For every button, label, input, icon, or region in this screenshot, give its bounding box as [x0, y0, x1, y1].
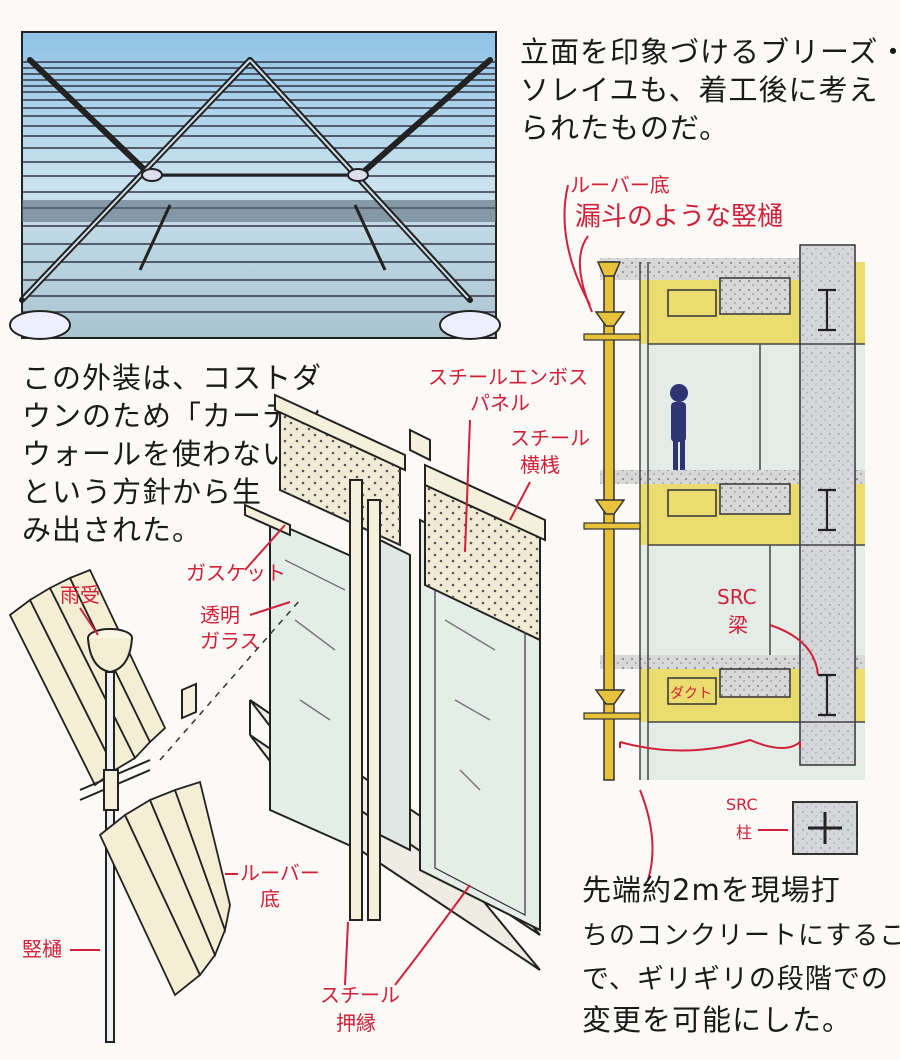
leader-steel-rail: [509, 481, 531, 521]
label-steel-stop-1: スチール: [320, 983, 400, 1007]
label-gasket: ガスケット: [186, 561, 286, 585]
label-src-column-2: 柱: [736, 823, 752, 842]
caption-left-line-2: ウンのため「カーテン: [22, 399, 322, 433]
label-clear-glass-1: 透明: [200, 603, 240, 627]
leader-funnel: [579, 235, 593, 313]
label-louver-bottom-1: ルーバー: [240, 861, 320, 885]
leader-rain-receiver: [79, 607, 99, 636]
leader-gasket: [244, 524, 286, 571]
exploded-curtain-wall: [159, 393, 546, 971]
caption-left-line-4: という方針から生: [22, 475, 262, 509]
label-clear-glass-2: ガラス: [200, 629, 260, 653]
label-louver-bottom-2: 底: [260, 887, 280, 911]
caption-bottom-line-4: 変更を可能にした。: [582, 1003, 852, 1037]
leader-clear-glass: [249, 601, 291, 616]
caption-bottom-line-1: 先端約2mを現場打: [582, 873, 841, 907]
caption-left-line-3: ウォールを使わない」: [22, 437, 322, 471]
label-funnel-downpipe: 漏斗のような竪樋: [575, 202, 783, 232]
label-steel-rail-2: 横桟: [520, 453, 560, 477]
caption-left-line-5: み出された。: [22, 513, 202, 547]
label-src-column-1: SRC: [726, 795, 758, 814]
label-downpipe: 竪樋: [22, 937, 62, 961]
caption-left: この外装は、コストダ ウンのため「カーテン ウォールを使わない」 という方針から…: [22, 361, 322, 547]
label-rain-receiver: 雨受: [60, 583, 100, 607]
leader-louver-bottom-top: [563, 184, 591, 306]
caption-left-line-1: この外装は、コストダ: [22, 361, 322, 395]
caption-top-line-3: られたものだ。: [520, 111, 729, 145]
leader-caption-bottom: [639, 789, 654, 881]
label-steel-emboss-1: スチールエンボス: [428, 365, 588, 389]
leader-steel-stop-b: [394, 884, 471, 986]
label-src-beam-2: 梁: [728, 613, 748, 637]
label-steel-emboss-2: パネル: [470, 391, 530, 415]
label-steel-stop-2: 押縁: [336, 1011, 376, 1035]
label-src-beam-1: SRC: [717, 585, 757, 609]
caption-top-line-1: 立面を印象づけるブリーズ・: [520, 35, 900, 69]
section-drawing: ダクト: [583, 244, 865, 781]
src-column-symbol: [792, 801, 858, 855]
caption-bottom: 先端約2mを現場打 ちのコンクリートにすること で、ギリギリの段階での 変更を可…: [582, 873, 900, 1037]
label-steel-rail-1: スチール: [510, 426, 590, 450]
facade-underside-sketch: [9, 31, 501, 340]
louver-assembly: [8, 568, 231, 1043]
leader-steel-emboss: [464, 419, 471, 553]
leader-src-beam: [769, 624, 819, 676]
label-duct: ダクト: [670, 686, 712, 702]
caption-bottom-line-2: ちのコンクリートにすること: [582, 921, 900, 951]
label-louver-bottom-top: ルーバー底: [570, 173, 670, 197]
caption-top-line-2: ソレイユも、着工後に考え: [520, 73, 879, 107]
caption-bottom-line-3: で、ギリギリの段階での: [582, 964, 889, 995]
leader-steel-stop-a: [344, 921, 349, 986]
caption-top: 立面を印象づけるブリーズ・ ソレイユも、着工後に考え られたものだ。: [520, 35, 900, 145]
